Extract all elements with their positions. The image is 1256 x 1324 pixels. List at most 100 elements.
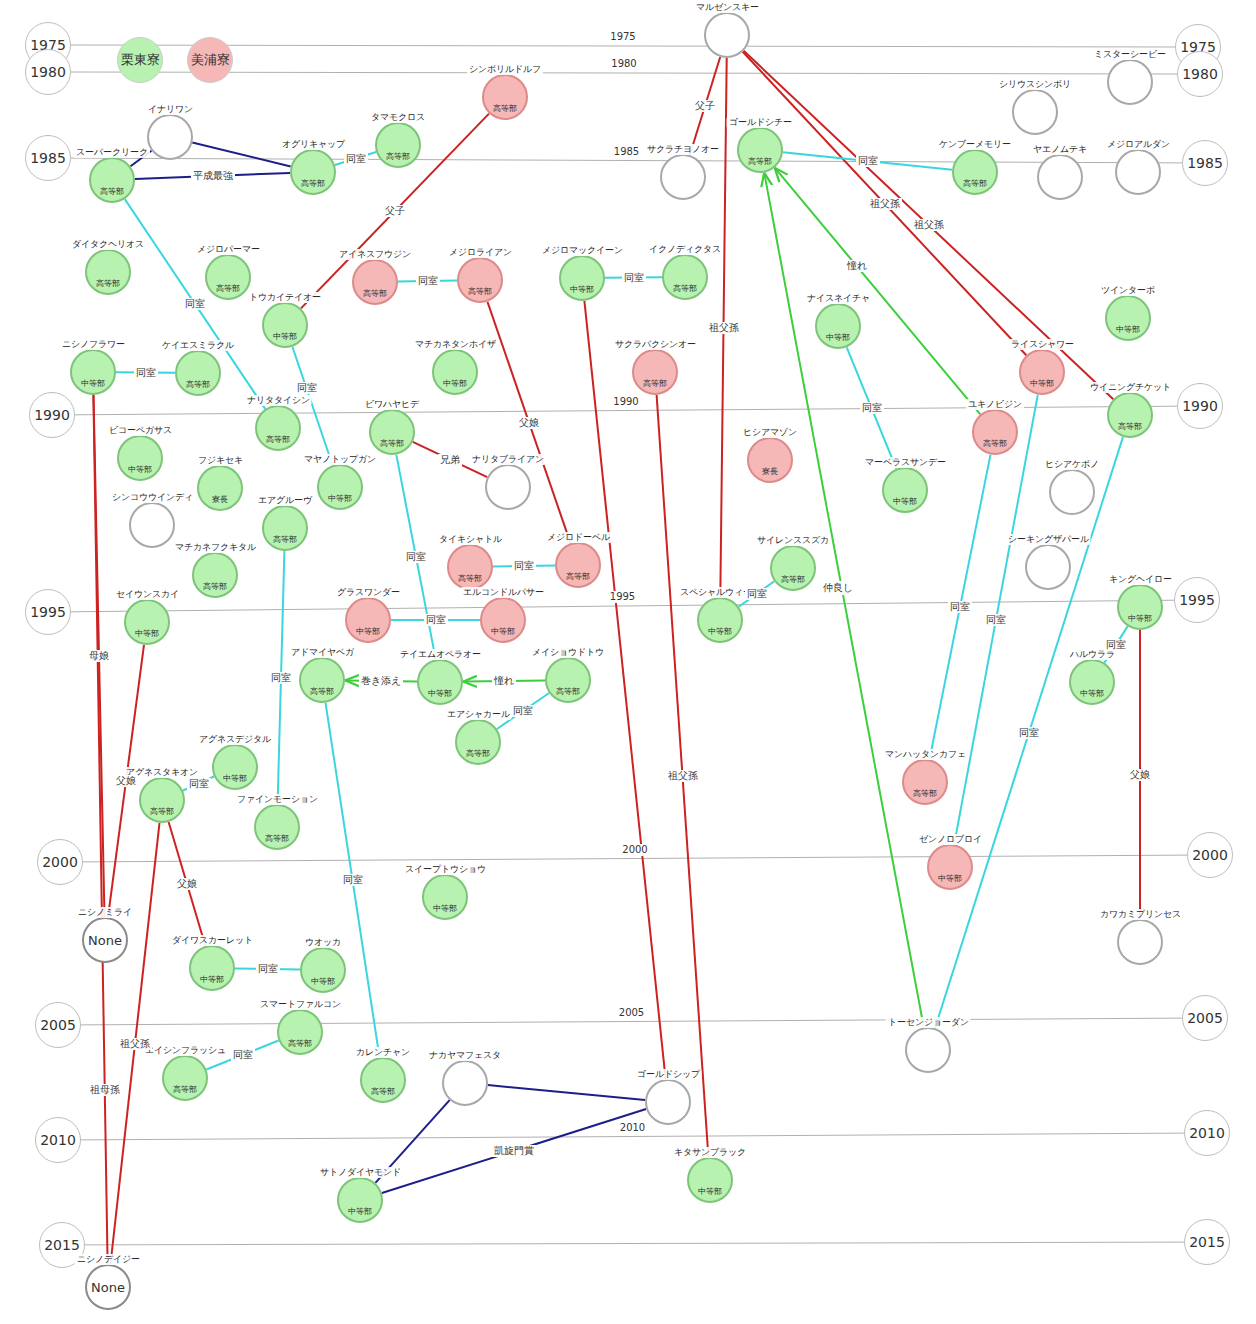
character-name: アグネスデジタル <box>197 734 273 745</box>
year-text: 2000 <box>38 854 82 870</box>
character-name: サクラバクシンオー <box>613 339 698 350</box>
grade-tag: 高等部 <box>362 1087 404 1096</box>
character-circle: ウイニングチケット高等部 <box>1107 392 1153 438</box>
edge-label: 2010 <box>618 1122 647 1134</box>
grade-tag: 中等部 <box>561 285 603 294</box>
relation-line <box>488 1085 645 1100</box>
character-name: セイウンスカイ <box>114 589 181 600</box>
character-circle: スーパークリーク高等部 <box>89 157 135 203</box>
relation-line <box>690 57 720 155</box>
character-name: キングヘイロー <box>1107 574 1174 585</box>
year-circle: 1990 <box>29 392 75 438</box>
character-circle: ファインモーション高等部 <box>254 804 300 850</box>
character-circle: ビコーペガサス中等部 <box>117 435 163 481</box>
note-label: 仲良し <box>821 581 855 595</box>
year-circle: 1980 <box>25 49 71 95</box>
grade-tag: 高等部 <box>772 575 814 584</box>
grade-tag: 高等部 <box>141 807 183 816</box>
character-circle: エアグルーヴ高等部 <box>262 505 308 551</box>
grade-tag: 中等部 <box>72 379 114 388</box>
edge-label: 同室 <box>511 705 535 717</box>
character-circle: メイショウドトウ高等部 <box>545 657 591 703</box>
character-name: ライスシャワー <box>1009 339 1076 350</box>
legend-swatch: 美浦寮 <box>187 37 233 83</box>
character-circle: ハルウララ中等部 <box>1069 659 1115 705</box>
edge-label: 憧れ <box>492 675 516 687</box>
relation-line <box>584 301 665 1079</box>
year-line <box>81 1018 1182 1025</box>
character-circle: ニシノデイジーNone <box>85 1264 131 1310</box>
year-line <box>85 1242 1184 1245</box>
relation-line <box>657 395 709 1157</box>
grade-tag: 中等部 <box>119 465 161 474</box>
grade-tag: 高等部 <box>457 749 499 758</box>
character-name: キタサンブラック <box>672 1147 748 1158</box>
character-name: シリウスシンボリ <box>997 79 1073 90</box>
character-circle: ヒシアケボノ <box>1049 469 1095 515</box>
grade-tag: 高等部 <box>256 834 298 843</box>
edge-label: 同室 <box>948 601 972 613</box>
character-name: ゴールドシップ <box>635 1069 702 1080</box>
grade-tag: 中等部 <box>126 629 168 638</box>
edge-label: 平成最強 <box>191 170 235 182</box>
legend-swatch: 栗東寮 <box>117 37 163 83</box>
grade-tag: 高等部 <box>301 687 343 696</box>
edge-label: 父娘 <box>1128 769 1152 781</box>
edge-label: 同室 <box>1017 727 1041 739</box>
character-circle: セイウンスカイ中等部 <box>124 599 170 645</box>
edge-label: 同室 <box>231 1049 255 1061</box>
edge-label: 同室 <box>860 402 884 414</box>
character-circle: シンコウウインディ <box>129 502 175 548</box>
character-circle: ニシノミライNone <box>82 917 128 963</box>
grade-tag: 高等部 <box>194 582 236 591</box>
character-name: ヤエノムテキ <box>1031 144 1089 155</box>
character-name: イナリワン <box>146 104 195 115</box>
relation-line <box>335 152 376 165</box>
character-name: ナリタタイシン <box>245 395 312 406</box>
character-name: グラスワンダー <box>335 587 402 598</box>
relation-line <box>382 1109 646 1193</box>
character-name: カワカミプリンセス <box>1098 909 1183 920</box>
relation-line <box>108 645 144 917</box>
edge-label: 同室 <box>187 778 211 790</box>
character-circle: マチカネタンホイザ中等部 <box>432 349 478 395</box>
year-text: 2010 <box>36 1132 80 1148</box>
character-name: ヒシアマゾン <box>741 427 799 438</box>
year-text: 1980 <box>1178 66 1222 82</box>
character-circle: トウカイテイオー中等部 <box>262 302 308 348</box>
grade-tag: 中等部 <box>689 1187 731 1196</box>
character-circle: メジロパーマー高等部 <box>205 254 251 300</box>
character-name: オグリキャップ <box>280 139 347 150</box>
year-text: 1995 <box>26 604 70 620</box>
grade-tag: 高等部 <box>484 104 526 113</box>
character-circle: ヤエノムテキ <box>1037 154 1083 200</box>
character-circle: メジロライアン高等部 <box>457 257 503 303</box>
edge-label: 同室 <box>183 298 207 310</box>
relation-line <box>775 168 981 415</box>
relation-line <box>169 822 206 946</box>
year-circle: 1995 <box>25 589 71 635</box>
character-name: エアシャカール <box>445 709 512 720</box>
character-circle: ナリタブライアン <box>485 464 531 510</box>
grade-tag: 高等部 <box>974 439 1016 448</box>
edge-label: 祖父孫 <box>868 198 902 210</box>
character-name: メジロアルダン <box>1105 139 1172 150</box>
character-circle: スペシャルウィーク中等部 <box>697 597 743 643</box>
relation-line <box>292 347 332 465</box>
edge-label: 祖父孫 <box>118 1038 152 1050</box>
edge-label: 同室 <box>256 963 280 975</box>
edge-label: 祖父孫 <box>912 219 946 231</box>
edge-label: 祖父孫 <box>707 322 741 334</box>
grade-tag: 中等部 <box>319 494 361 503</box>
grade-tag: 中等部 <box>1119 614 1161 623</box>
character-name: ウオッカ <box>303 937 343 948</box>
character-name: ユキノビジン <box>966 399 1024 410</box>
character-circle: サクラバクシンオー高等部 <box>632 349 678 395</box>
character-name: イクノディクタス <box>647 244 723 255</box>
character-name: サクラチヨノオー <box>645 144 721 155</box>
character-circle: イナリワン <box>147 114 193 160</box>
year-circle: 2005 <box>35 1002 81 1048</box>
year-circle: 2000 <box>1187 832 1233 878</box>
grade-tag: 中等部 <box>339 1207 381 1216</box>
grade-tag: 高等部 <box>264 535 306 544</box>
